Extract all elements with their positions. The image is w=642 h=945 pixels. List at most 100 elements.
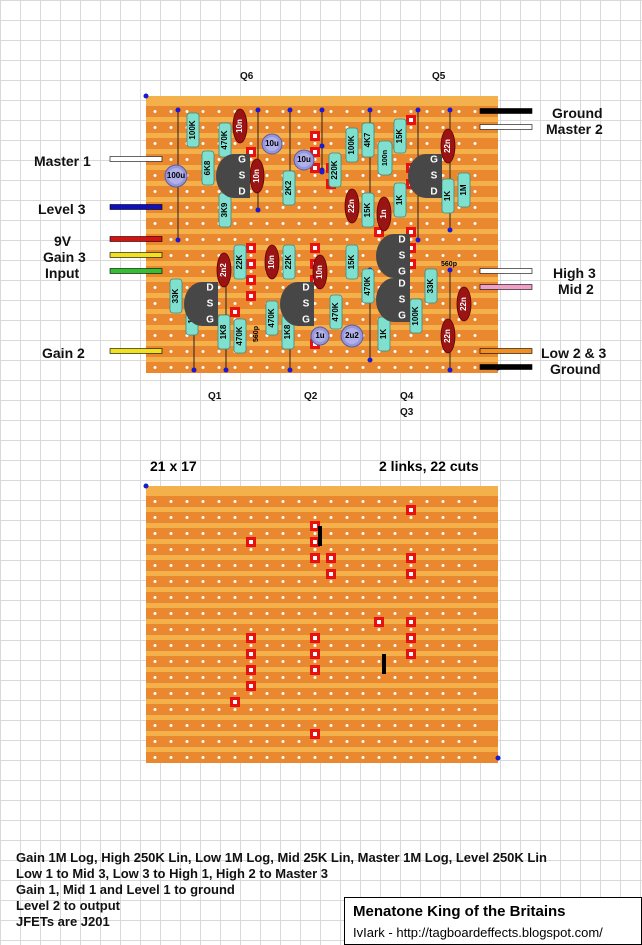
top-hole bbox=[409, 190, 413, 193]
top-hole bbox=[425, 350, 429, 353]
bottom-hole bbox=[425, 724, 429, 727]
jfet-pin-label: G bbox=[398, 311, 406, 322]
top-hole bbox=[281, 110, 285, 113]
film-capacitor bbox=[264, 244, 280, 280]
resistor bbox=[329, 294, 343, 330]
bottom-hole bbox=[217, 500, 221, 503]
bottom-hole bbox=[249, 596, 253, 599]
bottom-hole bbox=[473, 756, 477, 759]
bottom-hole bbox=[233, 500, 237, 503]
resistor-value: 1M bbox=[459, 184, 468, 195]
film-cap-value: 10n bbox=[267, 255, 276, 269]
resistor-value: 4K7 bbox=[363, 132, 372, 147]
bottom-hole bbox=[281, 724, 285, 727]
top-hole bbox=[313, 142, 317, 145]
bottom-hole bbox=[473, 580, 477, 583]
bottom-hole bbox=[457, 708, 461, 711]
resistor-value: 22K bbox=[284, 254, 293, 269]
top-hole bbox=[425, 142, 429, 145]
bottom-hole bbox=[169, 644, 173, 647]
top-hole bbox=[457, 350, 461, 353]
jfet-pin-label: D bbox=[302, 283, 309, 294]
top-hole bbox=[361, 350, 365, 353]
top-cut-centre bbox=[249, 278, 253, 282]
bottom-hole bbox=[457, 692, 461, 695]
bottom-hole bbox=[153, 596, 157, 599]
bottom-hole bbox=[185, 564, 189, 567]
top-hole bbox=[265, 158, 269, 161]
film-capacitor bbox=[216, 252, 232, 288]
top-hole bbox=[313, 206, 317, 209]
top-hole bbox=[281, 206, 285, 209]
bottom-hole bbox=[409, 612, 413, 615]
bottom-hole bbox=[217, 660, 221, 663]
top-hole bbox=[249, 350, 253, 353]
bottom-cut-centre bbox=[249, 684, 253, 688]
bottom-hole bbox=[377, 724, 381, 727]
bottom-hole bbox=[201, 628, 205, 631]
film-capacitor bbox=[232, 108, 248, 144]
bottom-hole bbox=[393, 500, 397, 503]
layout-title: Menatone King of the Britains bbox=[353, 903, 566, 920]
top-hole bbox=[185, 350, 189, 353]
bottom-hole bbox=[217, 644, 221, 647]
top-hole bbox=[297, 366, 301, 369]
film-capacitor bbox=[376, 196, 392, 232]
bottom-hole bbox=[313, 500, 317, 503]
top-hole bbox=[345, 238, 349, 241]
bottom-hole bbox=[313, 580, 317, 583]
bottom-hole bbox=[377, 500, 381, 503]
resistor bbox=[233, 244, 247, 280]
top-hole bbox=[457, 142, 461, 145]
top-hole bbox=[329, 238, 333, 241]
bottom-hole bbox=[409, 756, 413, 759]
bottom-hole bbox=[441, 564, 445, 567]
bottom-cut-centre bbox=[313, 732, 317, 736]
top-hole bbox=[425, 110, 429, 113]
top-hole bbox=[409, 238, 413, 241]
resistor bbox=[345, 244, 359, 280]
bottom-hole bbox=[265, 708, 269, 711]
lead-dot bbox=[255, 107, 261, 113]
resistor-value: 22K bbox=[235, 254, 244, 269]
top-hole bbox=[361, 254, 365, 257]
offboard-wire-left bbox=[109, 204, 163, 210]
top-hole bbox=[297, 142, 301, 145]
note-pots: Gain 1M Log, High 250K Lin, Low 1M Log, … bbox=[16, 850, 547, 865]
bottom-hole bbox=[425, 740, 429, 743]
bottom-hole bbox=[409, 500, 413, 503]
bottom-hole bbox=[329, 580, 333, 583]
jfet-pin-label: G bbox=[302, 315, 310, 326]
top-hole bbox=[345, 302, 349, 305]
top-hole bbox=[409, 206, 413, 209]
top-hole bbox=[409, 222, 413, 225]
top-hole bbox=[153, 190, 157, 193]
bottom-hole bbox=[265, 548, 269, 551]
top-hole bbox=[217, 110, 221, 113]
top-hole bbox=[393, 366, 397, 369]
bottom-hole bbox=[441, 756, 445, 759]
top-hole bbox=[265, 286, 269, 289]
bottom-hole bbox=[217, 548, 221, 551]
top-hole bbox=[409, 254, 413, 257]
bottom-hole bbox=[393, 564, 397, 567]
bottom-hole bbox=[377, 740, 381, 743]
bottom-hole bbox=[169, 580, 173, 583]
top-hole bbox=[409, 334, 413, 337]
bottom-cut-centre bbox=[329, 556, 333, 560]
lead-dot bbox=[175, 237, 181, 243]
bottom-hole bbox=[345, 596, 349, 599]
top-hole bbox=[473, 334, 477, 337]
top-hole bbox=[169, 318, 173, 321]
bottom-hole bbox=[217, 756, 221, 759]
top-hole bbox=[345, 318, 349, 321]
top-cut-centre bbox=[313, 150, 317, 154]
top-hole bbox=[297, 254, 301, 257]
bottom-cut-centre bbox=[409, 620, 413, 624]
top-hole bbox=[169, 238, 173, 241]
film-cap-value: 22n bbox=[347, 199, 356, 213]
resistor-value: 470K bbox=[220, 130, 229, 149]
top-hole bbox=[473, 110, 477, 113]
bottom-hole bbox=[313, 692, 317, 695]
bottom-hole bbox=[281, 516, 285, 519]
